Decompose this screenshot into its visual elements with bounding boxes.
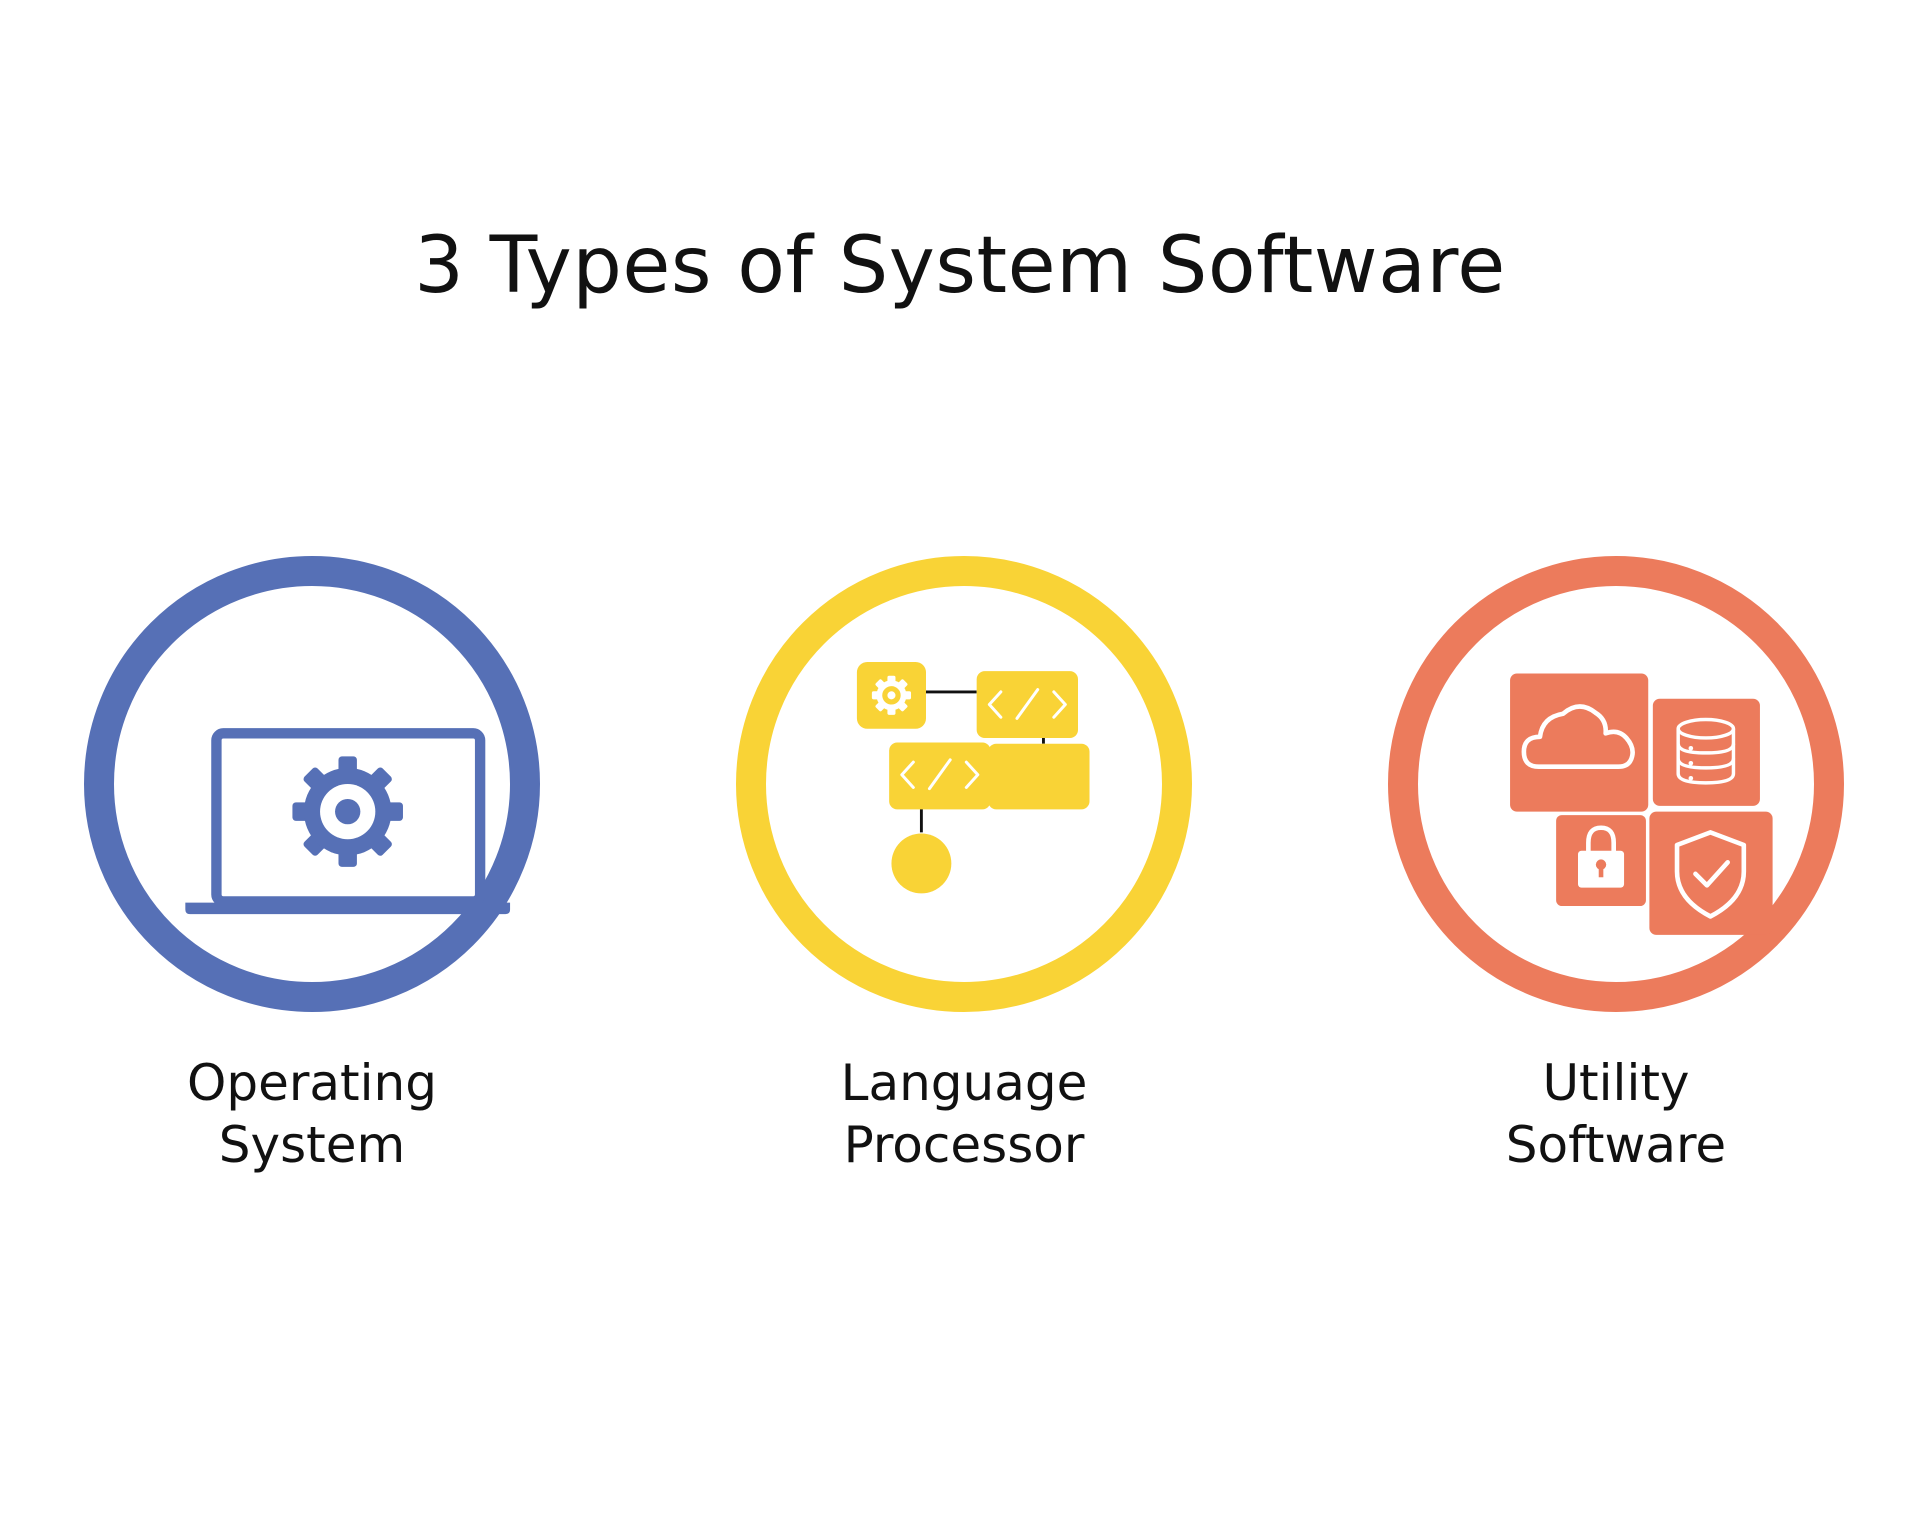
caption-line: Language <box>840 1054 1088 1112</box>
caption-line: System <box>218 1116 406 1174</box>
laptop-gear-icon <box>185 728 511 915</box>
language-processor-ring <box>736 556 1192 1012</box>
caption-line: Utility <box>1542 1054 1690 1112</box>
page-title: 3 Types of System Software <box>414 221 1506 311</box>
caption-operating-system: Operating System <box>84 1052 540 1176</box>
operating-system-ring <box>84 556 540 1012</box>
caption-line: Software <box>1505 1116 1727 1174</box>
utility-tiles-icon <box>1510 673 1773 935</box>
utility-software-ring <box>1388 556 1844 1012</box>
caption-line: Operating <box>187 1054 437 1112</box>
caption-line: Processor <box>843 1116 1085 1174</box>
caption-language-processor: Language Processor <box>736 1052 1192 1176</box>
code-flowchart-icon <box>856 661 1090 894</box>
caption-utility-software: Utility Software <box>1388 1052 1844 1176</box>
